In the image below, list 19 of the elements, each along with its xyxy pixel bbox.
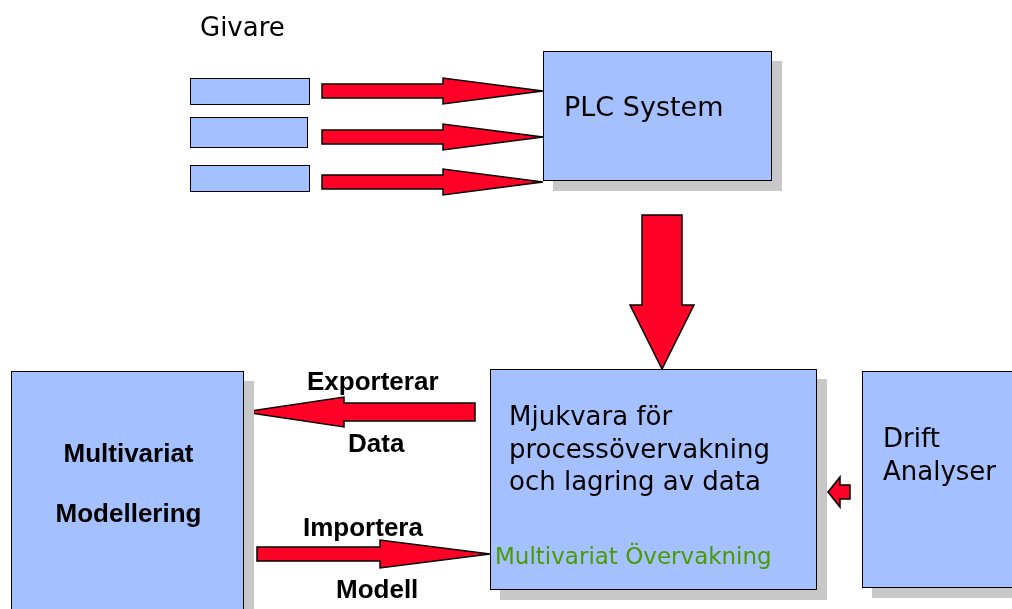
arrow (321, 168, 544, 196)
group-label: Givare (200, 12, 285, 42)
arrow (628, 214, 696, 371)
node-label: PLC System (564, 90, 725, 124)
text-label: Importera (303, 512, 423, 543)
sensor-box (190, 117, 308, 148)
sensor-box (190, 165, 310, 192)
sensor-box (190, 78, 310, 105)
arrow (321, 77, 544, 105)
node-label: Multivariat Modellering (54, 437, 203, 530)
text-label: Data (348, 428, 405, 459)
node-label: Drift Analyser (883, 422, 998, 487)
arrow (827, 474, 851, 510)
node-subtitle: Multivariat Övervakning (495, 542, 773, 571)
arrow (321, 123, 544, 151)
text-label: Exporterar (307, 366, 439, 397)
node-label: Mjukvara för processövervakning och lagring av data (509, 400, 771, 498)
text-label: Modell (336, 574, 419, 605)
arrow (256, 539, 491, 569)
